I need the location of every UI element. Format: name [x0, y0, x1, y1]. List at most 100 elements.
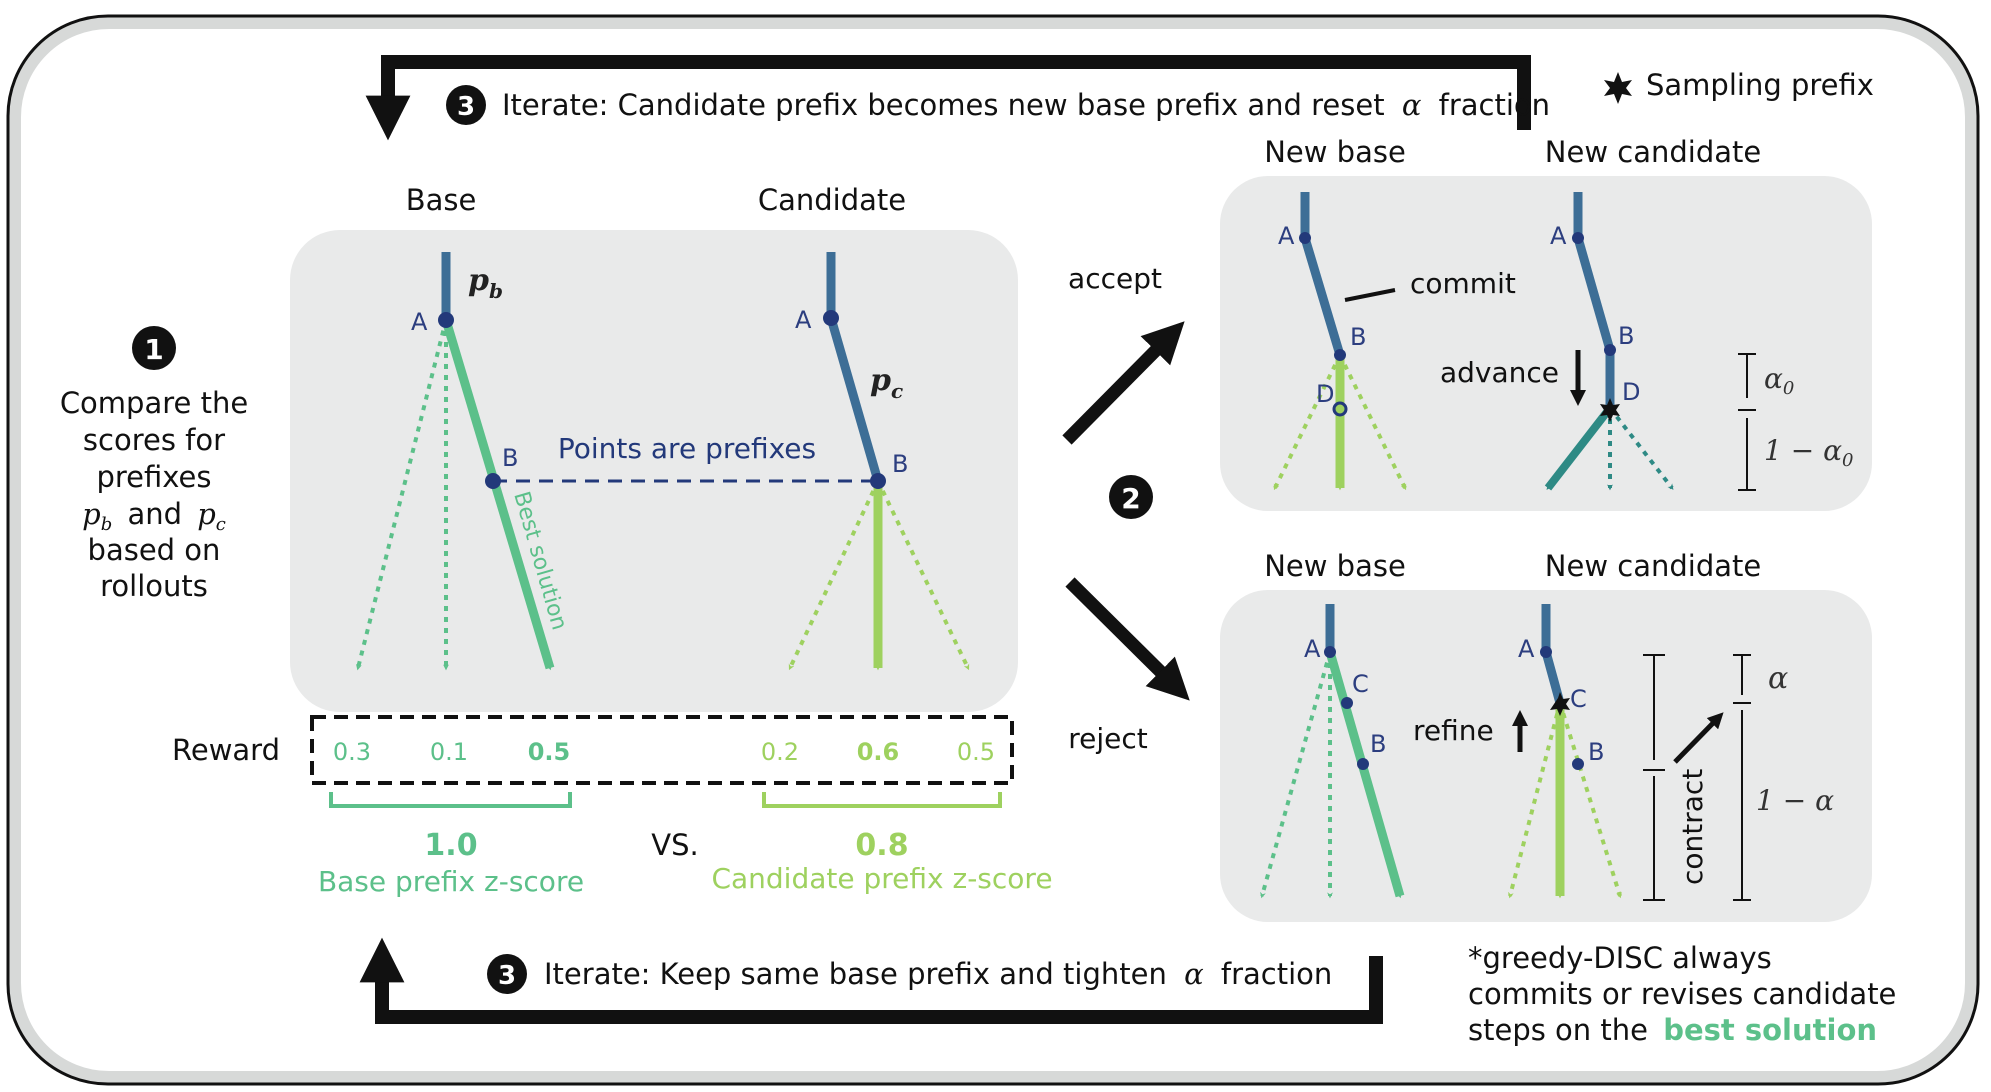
candidate-step	[826, 316, 883, 483]
reject-candidate-step	[1541, 650, 1565, 705]
base-point-a-label: A	[411, 308, 428, 336]
accept-new-base-label: New base	[1264, 135, 1406, 169]
candidate-label: Candidate	[758, 183, 906, 217]
accept-sampling-star-icon	[1600, 398, 1620, 422]
base-point-b-label: B	[502, 444, 518, 472]
commit-pointer	[1344, 288, 1396, 302]
refine-label: refine	[1413, 714, 1494, 747]
contract-label: contract	[1676, 769, 1709, 885]
note-line-1: *greedy-DISC always	[1468, 941, 1772, 975]
accept-base-point-d	[1332, 401, 1348, 417]
alpha-label: α	[1768, 661, 1788, 696]
base-best-solution	[441, 318, 555, 671]
bottom-step-3-badge	[487, 954, 527, 994]
base-point-a	[438, 312, 454, 328]
candidate-point-a	[823, 310, 839, 326]
accept-label: accept	[1068, 262, 1162, 295]
vs-label: VS.	[651, 828, 698, 862]
top-loop-arrow	[365, 55, 1531, 141]
step-1-line-6: rollouts	[100, 569, 208, 603]
outer-frame-border	[6, 14, 1980, 1086]
step-1-badge	[132, 326, 176, 370]
reject-label: reject	[1068, 722, 1148, 755]
accept-candidate-rollout-left	[1544, 405, 1614, 491]
step-1-line-3: prefixes	[96, 460, 211, 494]
reject-new-candidate-label: New candidate	[1545, 549, 1761, 583]
reject-candidate-point-c-label: C	[1570, 685, 1587, 713]
advance-label: advance	[1440, 356, 1559, 389]
accept-panel	[1220, 176, 1872, 511]
one-minus-alpha-label: 1 − α	[1756, 784, 1834, 817]
accept-base-point-a	[1299, 232, 1311, 244]
reward-candidate-2: 0.6	[857, 738, 900, 766]
accept-base-point-a-label: A	[1278, 222, 1295, 250]
accept-base-point-d-label: D	[1316, 380, 1334, 408]
reject-base-point-b	[1357, 758, 1369, 770]
accept-candidate-point-b-label: B	[1618, 322, 1634, 350]
step-1-line-5: based on	[88, 533, 221, 567]
reject-candidate-point-a-label: A	[1518, 635, 1535, 663]
top-loop-text: Iterate: Candidate prefix becomes new ba…	[502, 88, 1550, 122]
reject-candidate-rollout-right	[1558, 702, 1622, 899]
bottom-loop-arrow	[359, 937, 1383, 1024]
accept-base-commit-step	[1300, 236, 1345, 357]
base-label: Base	[406, 183, 477, 217]
accept-candidate-point-a-label: A	[1550, 222, 1567, 250]
reward-candidate-1: 0.2	[761, 738, 799, 766]
reject-sampling-star-icon	[1550, 692, 1570, 716]
one-minus-alpha0-label: 1 − α0	[1764, 434, 1853, 471]
reject-base-point-c-label: C	[1352, 670, 1369, 698]
candidate-point-b	[870, 473, 886, 489]
top-step-3-badge	[446, 85, 486, 125]
reward-label: Reward	[172, 733, 280, 767]
step-1-number: 1	[144, 333, 163, 366]
step-1-line-1: Compare the	[60, 386, 248, 420]
reject-base-rollout-left	[1260, 651, 1332, 899]
reward-candidate-3: 0.5	[957, 738, 995, 766]
base-score-bracket	[329, 792, 572, 808]
accept-base-rollout-left	[1273, 354, 1342, 491]
reject-base-best-solution	[1325, 650, 1405, 899]
candidate-point-a-label: A	[795, 306, 812, 334]
top-step-3-number: 3	[457, 92, 475, 122]
points-are-prefixes: Points are prefixes	[558, 432, 816, 465]
legend-sampling-prefix: Sampling prefix	[1646, 68, 1874, 102]
reward-box	[310, 715, 1014, 785]
reject-candidate-rollout-left	[1507, 702, 1562, 899]
step-1-line-4: pb and pc	[82, 497, 226, 537]
accept-arrow	[1062, 321, 1185, 445]
accept-base-rollout-right	[1338, 354, 1407, 491]
accept-base-point-b	[1334, 349, 1346, 361]
reject-base-point-a-label: A	[1304, 635, 1321, 663]
reject-candidate-point-b-label: B	[1588, 738, 1604, 766]
accept-base-point-b-label: B	[1350, 323, 1366, 351]
candidate-caption: Candidate prefix z-score	[711, 862, 1052, 895]
reject-new-base-label: New base	[1264, 549, 1406, 583]
note-line-3: steps on the best solution	[1468, 1013, 1877, 1047]
contract-arrow	[1673, 712, 1724, 764]
note-line-2: commits or revises candidate	[1468, 977, 1896, 1011]
candidate-point-b-label: B	[892, 450, 908, 478]
step-1-line-2: scores for	[83, 423, 225, 457]
reject-candidate-point-a	[1540, 646, 1552, 658]
reject-arrow	[1065, 577, 1190, 701]
candidate-rollout-left	[788, 480, 880, 671]
candidate-score-bracket	[762, 792, 1002, 808]
reward-base-2: 0.1	[430, 738, 468, 766]
reject-base-point-b-label: B	[1370, 730, 1386, 758]
commit-label: commit	[1410, 267, 1516, 300]
accept-new-candidate-label: New candidate	[1545, 135, 1761, 169]
accept-candidate-point-a	[1572, 232, 1584, 244]
left-panel	[290, 230, 1018, 712]
base-score: 1.0	[424, 828, 477, 863]
star-icon	[1604, 72, 1632, 104]
reward-base-3: 0.5	[528, 738, 571, 766]
accept-candidate-point-b	[1604, 344, 1616, 356]
reject-candidate-point-b	[1572, 758, 1584, 770]
candidate-score: 0.8	[855, 828, 908, 863]
bottom-loop-text: Iterate: Keep same base prefix and tight…	[544, 957, 1332, 991]
bottom-step-3-number: 3	[498, 961, 516, 991]
candidate-pc-label: pc	[870, 363, 903, 403]
reject-base-point-c	[1341, 697, 1353, 709]
